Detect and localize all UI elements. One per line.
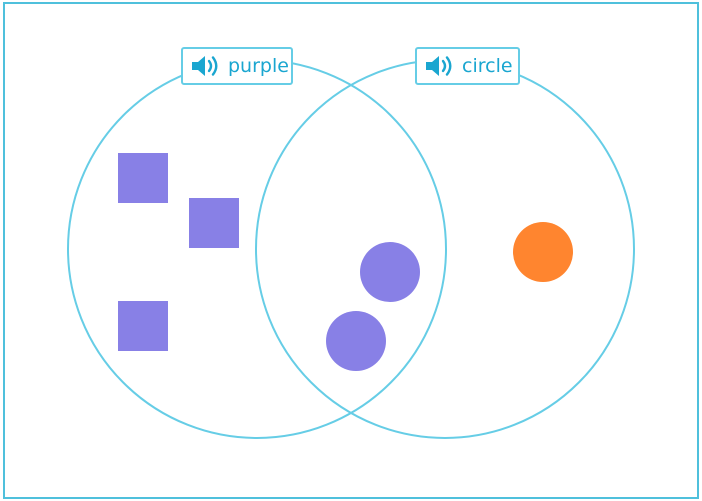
- label-text-left: purple: [228, 54, 289, 77]
- speaker-icon[interactable]: [190, 54, 220, 78]
- purple-square-item[interactable]: [118, 153, 168, 203]
- label-text-right: circle: [462, 54, 513, 77]
- speaker-icon[interactable]: [424, 54, 454, 78]
- purple-square-item[interactable]: [189, 198, 239, 248]
- venn-items: [118, 153, 573, 371]
- label-button-right[interactable]: circle: [415, 47, 520, 85]
- purple-square-item[interactable]: [118, 301, 168, 351]
- purple-circle-item[interactable]: [360, 242, 420, 302]
- panel-frame: [3, 2, 699, 499]
- purple-circle-item[interactable]: [326, 311, 386, 371]
- label-button-left[interactable]: purple: [181, 47, 293, 85]
- orange-circle-item[interactable]: [513, 222, 573, 282]
